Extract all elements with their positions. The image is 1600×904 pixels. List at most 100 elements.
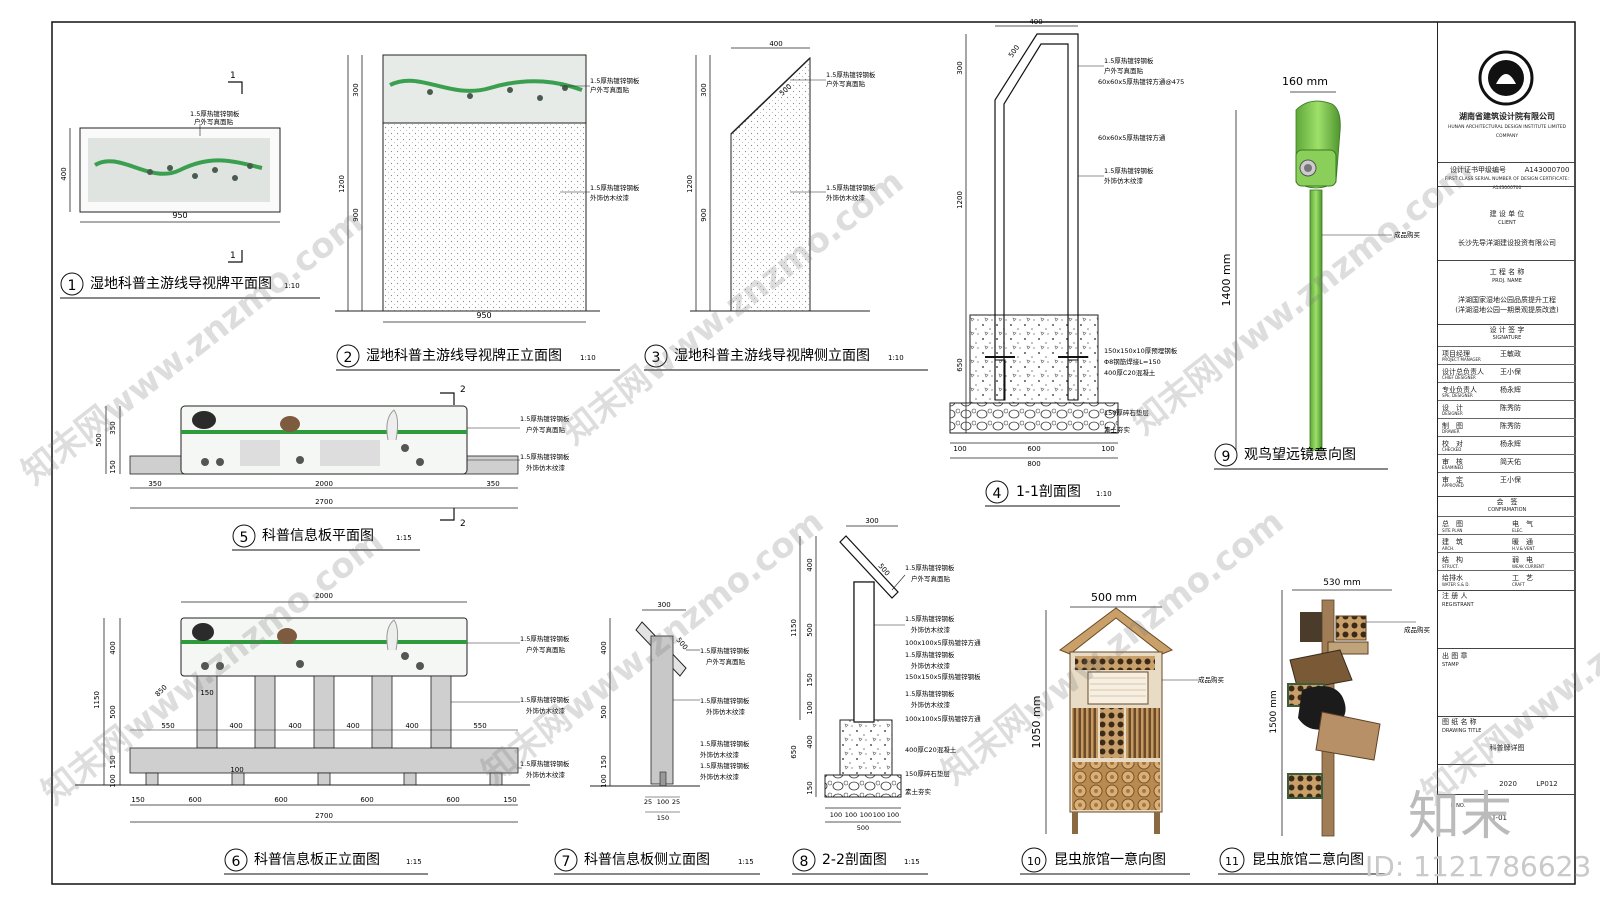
drawing-titles: 1 湿地科普主游线导视牌平面图 1:10 2 湿地科普主游线导视牌正立面图 1:… xyxy=(60,272,1390,875)
side-dim-1200: 1200 xyxy=(686,175,694,193)
drawing-text: 1:10 xyxy=(284,282,300,290)
role-name: 陈秀防 xyxy=(1500,404,1521,412)
s8-concrete xyxy=(839,719,893,776)
p7-dim-25b: 25 xyxy=(672,798,680,806)
p8-dim-400: 400 xyxy=(806,558,814,571)
p5-mark-top: 2 xyxy=(460,385,466,395)
drawing-text: 4 xyxy=(993,486,1002,502)
p5-note-steel2: 1.5厚热镀锌钢板 xyxy=(520,452,570,461)
plan-map-photos xyxy=(147,163,253,181)
sec-gravel xyxy=(949,402,1119,434)
front-dim-300: 300 xyxy=(352,83,360,96)
drawing-text: 科普信息板侧立面图 xyxy=(584,851,710,868)
p7-dim-150: 150 xyxy=(600,755,608,768)
discipline-b: 弱 电 xyxy=(1512,556,1533,564)
dtitle-label: 图 纸 名 称 xyxy=(1442,718,1477,726)
p6-dim-150v: 150 xyxy=(109,755,117,768)
p7-note-steel2: 1.5厚热镀锌钢板 xyxy=(700,696,750,705)
sec-dim-1200: 1200 xyxy=(956,191,964,209)
front-panel-body xyxy=(382,122,587,312)
p8-note-photo: 户外写真面贴 xyxy=(911,574,951,583)
proj-label: 工 程 名 称 xyxy=(1489,268,1525,276)
sec-dim-100b: 100 xyxy=(1101,445,1114,453)
title-11: 11 昆虫旅馆二意向图 xyxy=(1218,847,1390,875)
title-9: 9 观鸟望远镜意向图 xyxy=(1214,443,1388,470)
p5-note-photo: 户外写真面贴 xyxy=(526,425,566,434)
hotel2-dim-530: 530 mm xyxy=(1323,578,1361,588)
role-label-en: EXAMINED xyxy=(1442,465,1464,470)
dno-en: D NO. xyxy=(1450,803,1466,809)
plan-note-steel: 1.5厚热镀锌钢板 xyxy=(190,109,240,118)
p6-note-steel: 1.5厚热镀锌钢板 xyxy=(520,634,570,643)
p8-dim-100d: 100 xyxy=(873,811,885,819)
cert-en: FIRST CLASS SERIAL NUMBER OF DESIGN CERT… xyxy=(1444,177,1570,191)
role-label-en: PROJECT MANAGER xyxy=(1442,357,1481,362)
discipline-b: 电 气 xyxy=(1512,520,1533,528)
p6-dim-2000: 2000 xyxy=(315,592,333,600)
p8-note-steel2: 1.5厚热镀锌钢板 xyxy=(905,614,955,623)
role-label: 专业负责人 xyxy=(1442,386,1477,394)
p6-dim-1150v: 1150 xyxy=(93,691,101,709)
discipline-be: H.V.& VENT xyxy=(1512,546,1535,551)
proj-en: PROJ. NAME xyxy=(1492,278,1522,284)
drawing-text: 湿地科普主游线导视牌侧立面图 xyxy=(674,347,870,364)
p8-note-plate150: 150x150x5厚热镀锌钢板 xyxy=(905,672,981,681)
title-4: 4 1-1剖面图 1:10 xyxy=(985,480,1120,507)
p7-note-wood2: 外饰仿木纹漆 xyxy=(700,750,740,759)
plan-note-photo: 户外写真面贴 xyxy=(194,117,234,126)
drawing-text: 昆虫旅馆二意向图 xyxy=(1252,851,1364,868)
p6-dim-500v: 500 xyxy=(109,705,117,718)
role-name: 陈秀防 xyxy=(1500,422,1521,430)
side-dim-900: 900 xyxy=(700,208,708,221)
title-8: 8 2-2剖面图 1:15 xyxy=(792,848,928,875)
sec-note-tube75: 60x60x5厚热镀锌方通@475 xyxy=(1098,77,1184,86)
p6-dim-600b: 600 xyxy=(274,796,287,804)
p7-dim-100b: 100 xyxy=(657,798,669,806)
front-dim-1200: 1200 xyxy=(338,175,346,193)
role-label-en: CHECKED xyxy=(1442,447,1462,452)
p8-dim-500v: 500 xyxy=(806,623,814,636)
role-label: 审 核 xyxy=(1442,458,1463,466)
role-label-en: CHIEF DESIGNER xyxy=(1442,375,1476,380)
drawing-text: 1:15 xyxy=(738,858,754,866)
info-base-front xyxy=(129,747,519,774)
title-2: 2 湿地科普主游线导视牌正立面图 1:10 xyxy=(336,344,620,371)
sec-dim-500: 500 xyxy=(1007,44,1021,60)
drawing-text: 1:15 xyxy=(396,534,412,542)
discipline-ae: STRUCT. xyxy=(1442,564,1459,569)
p8-note-tube100: 100x100x5厚热镀锌方通 xyxy=(905,638,981,647)
p6-note-steel3: 1.5厚热镀锌钢板 xyxy=(520,759,570,768)
p6-note-photo: 户外写真面贴 xyxy=(526,645,566,654)
id-watermark: ID: 1121786623 xyxy=(1365,850,1592,883)
drawing-2-front-elevation: 300 900 1200 950 1.5厚热镀锌钢板 户外写真面贴 1.5厚热镀… xyxy=(335,54,640,323)
brand-watermark: 知末 xyxy=(1408,787,1513,847)
front-note-wood: 外饰仿木纹漆 xyxy=(590,193,630,202)
p8-dim-100: 100 xyxy=(806,701,814,714)
p8-dim-650: 650 xyxy=(790,745,798,758)
bird-heron xyxy=(280,416,300,432)
drawing-text: 1:15 xyxy=(904,858,920,866)
p8-note-steel3: 1.5厚热镀锌钢板 xyxy=(905,650,955,659)
drawing-text: 9 xyxy=(1222,449,1231,465)
sec-dim-100a: 100 xyxy=(953,445,966,453)
discipline-be: WEAK CURRENT xyxy=(1512,564,1545,569)
sec-dim-600: 600 xyxy=(1027,445,1040,453)
p8-note-wood2: 外饰仿木纹漆 xyxy=(911,661,951,670)
drawing-text: 10 xyxy=(1027,855,1041,868)
drawing-text: 6 xyxy=(232,854,241,870)
side-note-steel2: 1.5厚热镀锌钢板 xyxy=(826,183,876,192)
p8-dim-300: 300 xyxy=(865,517,878,525)
bird-egret xyxy=(386,409,399,441)
drawing-text: 湿地科普主游线导视牌平面图 xyxy=(90,275,272,292)
sec-note-photo: 户外写真面贴 xyxy=(1104,66,1144,75)
p5-dim-2000: 2000 xyxy=(315,480,333,488)
drawing-text: 1:10 xyxy=(580,354,596,362)
discipline-ae: WATER S.& D. xyxy=(1442,582,1470,587)
